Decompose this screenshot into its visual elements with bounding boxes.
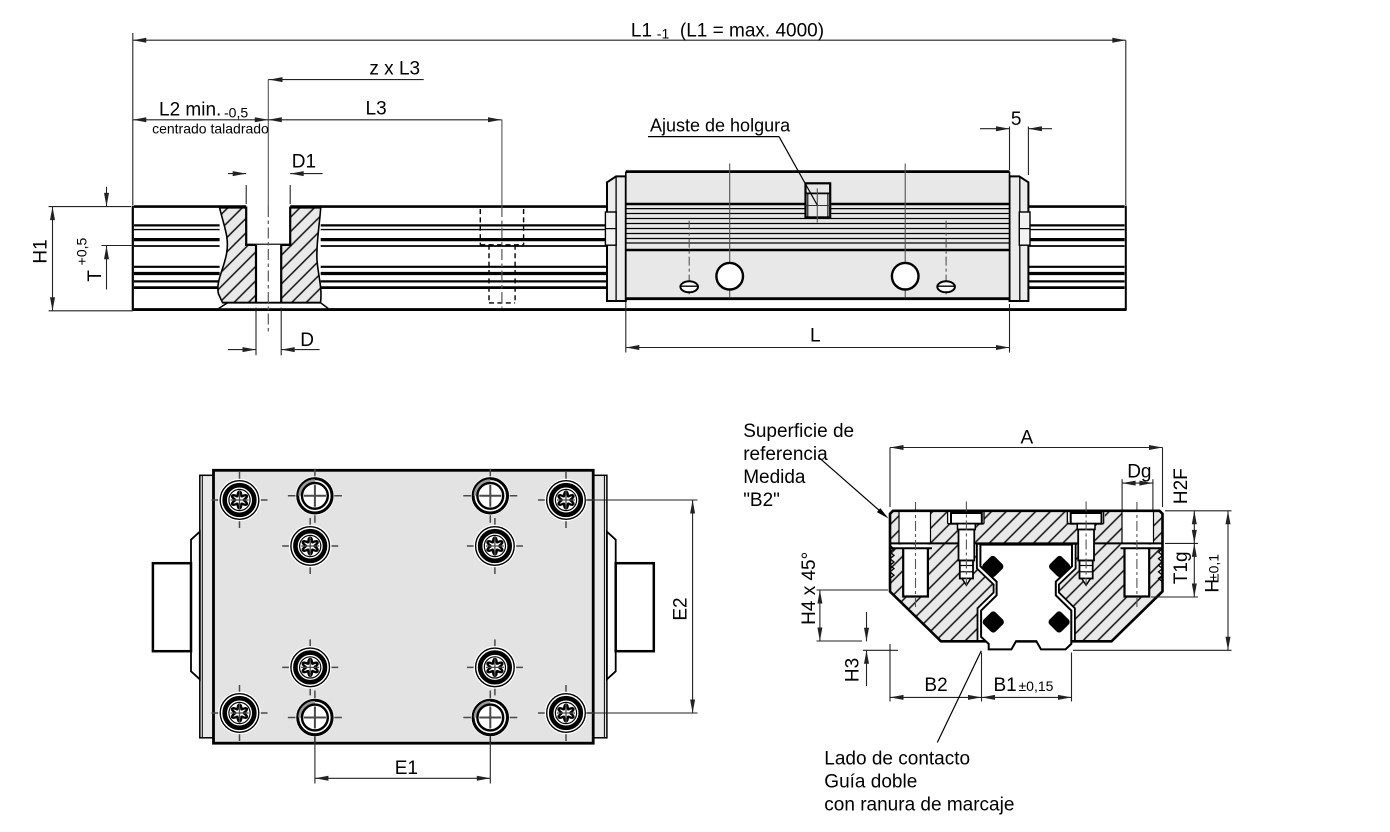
svg-text:"B2": "B2" (743, 490, 780, 511)
svg-text:±0,1: ±0,1 (1205, 554, 1221, 581)
svg-text:Ajuste de holgura: Ajuste de holgura (650, 116, 791, 136)
svg-text:E2: E2 (671, 597, 692, 620)
svg-text:Guía doble: Guía doble (824, 771, 917, 792)
svg-text:+0,5: +0,5 (74, 237, 90, 265)
svg-text:Dg: Dg (1127, 461, 1151, 482)
svg-text:A: A (1021, 428, 1034, 449)
svg-text:H4 x 45°: H4 x 45° (799, 552, 820, 625)
svg-text:T: T (85, 270, 106, 282)
svg-text:-0,5: -0,5 (224, 105, 248, 121)
svg-text:T1g: T1g (1171, 551, 1192, 584)
svg-text:5: 5 (1011, 109, 1022, 130)
svg-text:D: D (300, 330, 314, 351)
svg-text:L: L (810, 326, 821, 347)
svg-text:L1: L1 (631, 21, 652, 42)
svg-text:±0,15: ±0,15 (1019, 678, 1054, 694)
svg-text:Medida: Medida (743, 467, 806, 488)
svg-text:(L1 = max. 4000): (L1 = max. 4000) (680, 21, 824, 42)
svg-text:Lado de contacto: Lado de contacto (824, 748, 970, 769)
svg-text:D1: D1 (292, 152, 316, 173)
svg-text:referencia: referencia (743, 444, 828, 465)
svg-text:H2F: H2F (1171, 468, 1192, 504)
svg-text:B1: B1 (994, 675, 1017, 696)
svg-text:-1: -1 (657, 26, 670, 42)
svg-text:con ranura de marcaje: con ranura de marcaje (824, 794, 1014, 815)
svg-text:H: H (1203, 579, 1224, 593)
svg-text:L2 min.: L2 min. (159, 100, 221, 121)
svg-text:E1: E1 (395, 758, 418, 779)
svg-text:H1: H1 (31, 239, 52, 263)
svg-text:H3: H3 (843, 658, 864, 682)
svg-text:z x L3: z x L3 (369, 59, 420, 80)
svg-text:centrado taladrado: centrado taladrado (152, 121, 269, 137)
svg-text:Superficie de: Superficie de (743, 421, 854, 442)
svg-text:L3: L3 (366, 99, 387, 120)
svg-text:B2: B2 (924, 675, 947, 696)
